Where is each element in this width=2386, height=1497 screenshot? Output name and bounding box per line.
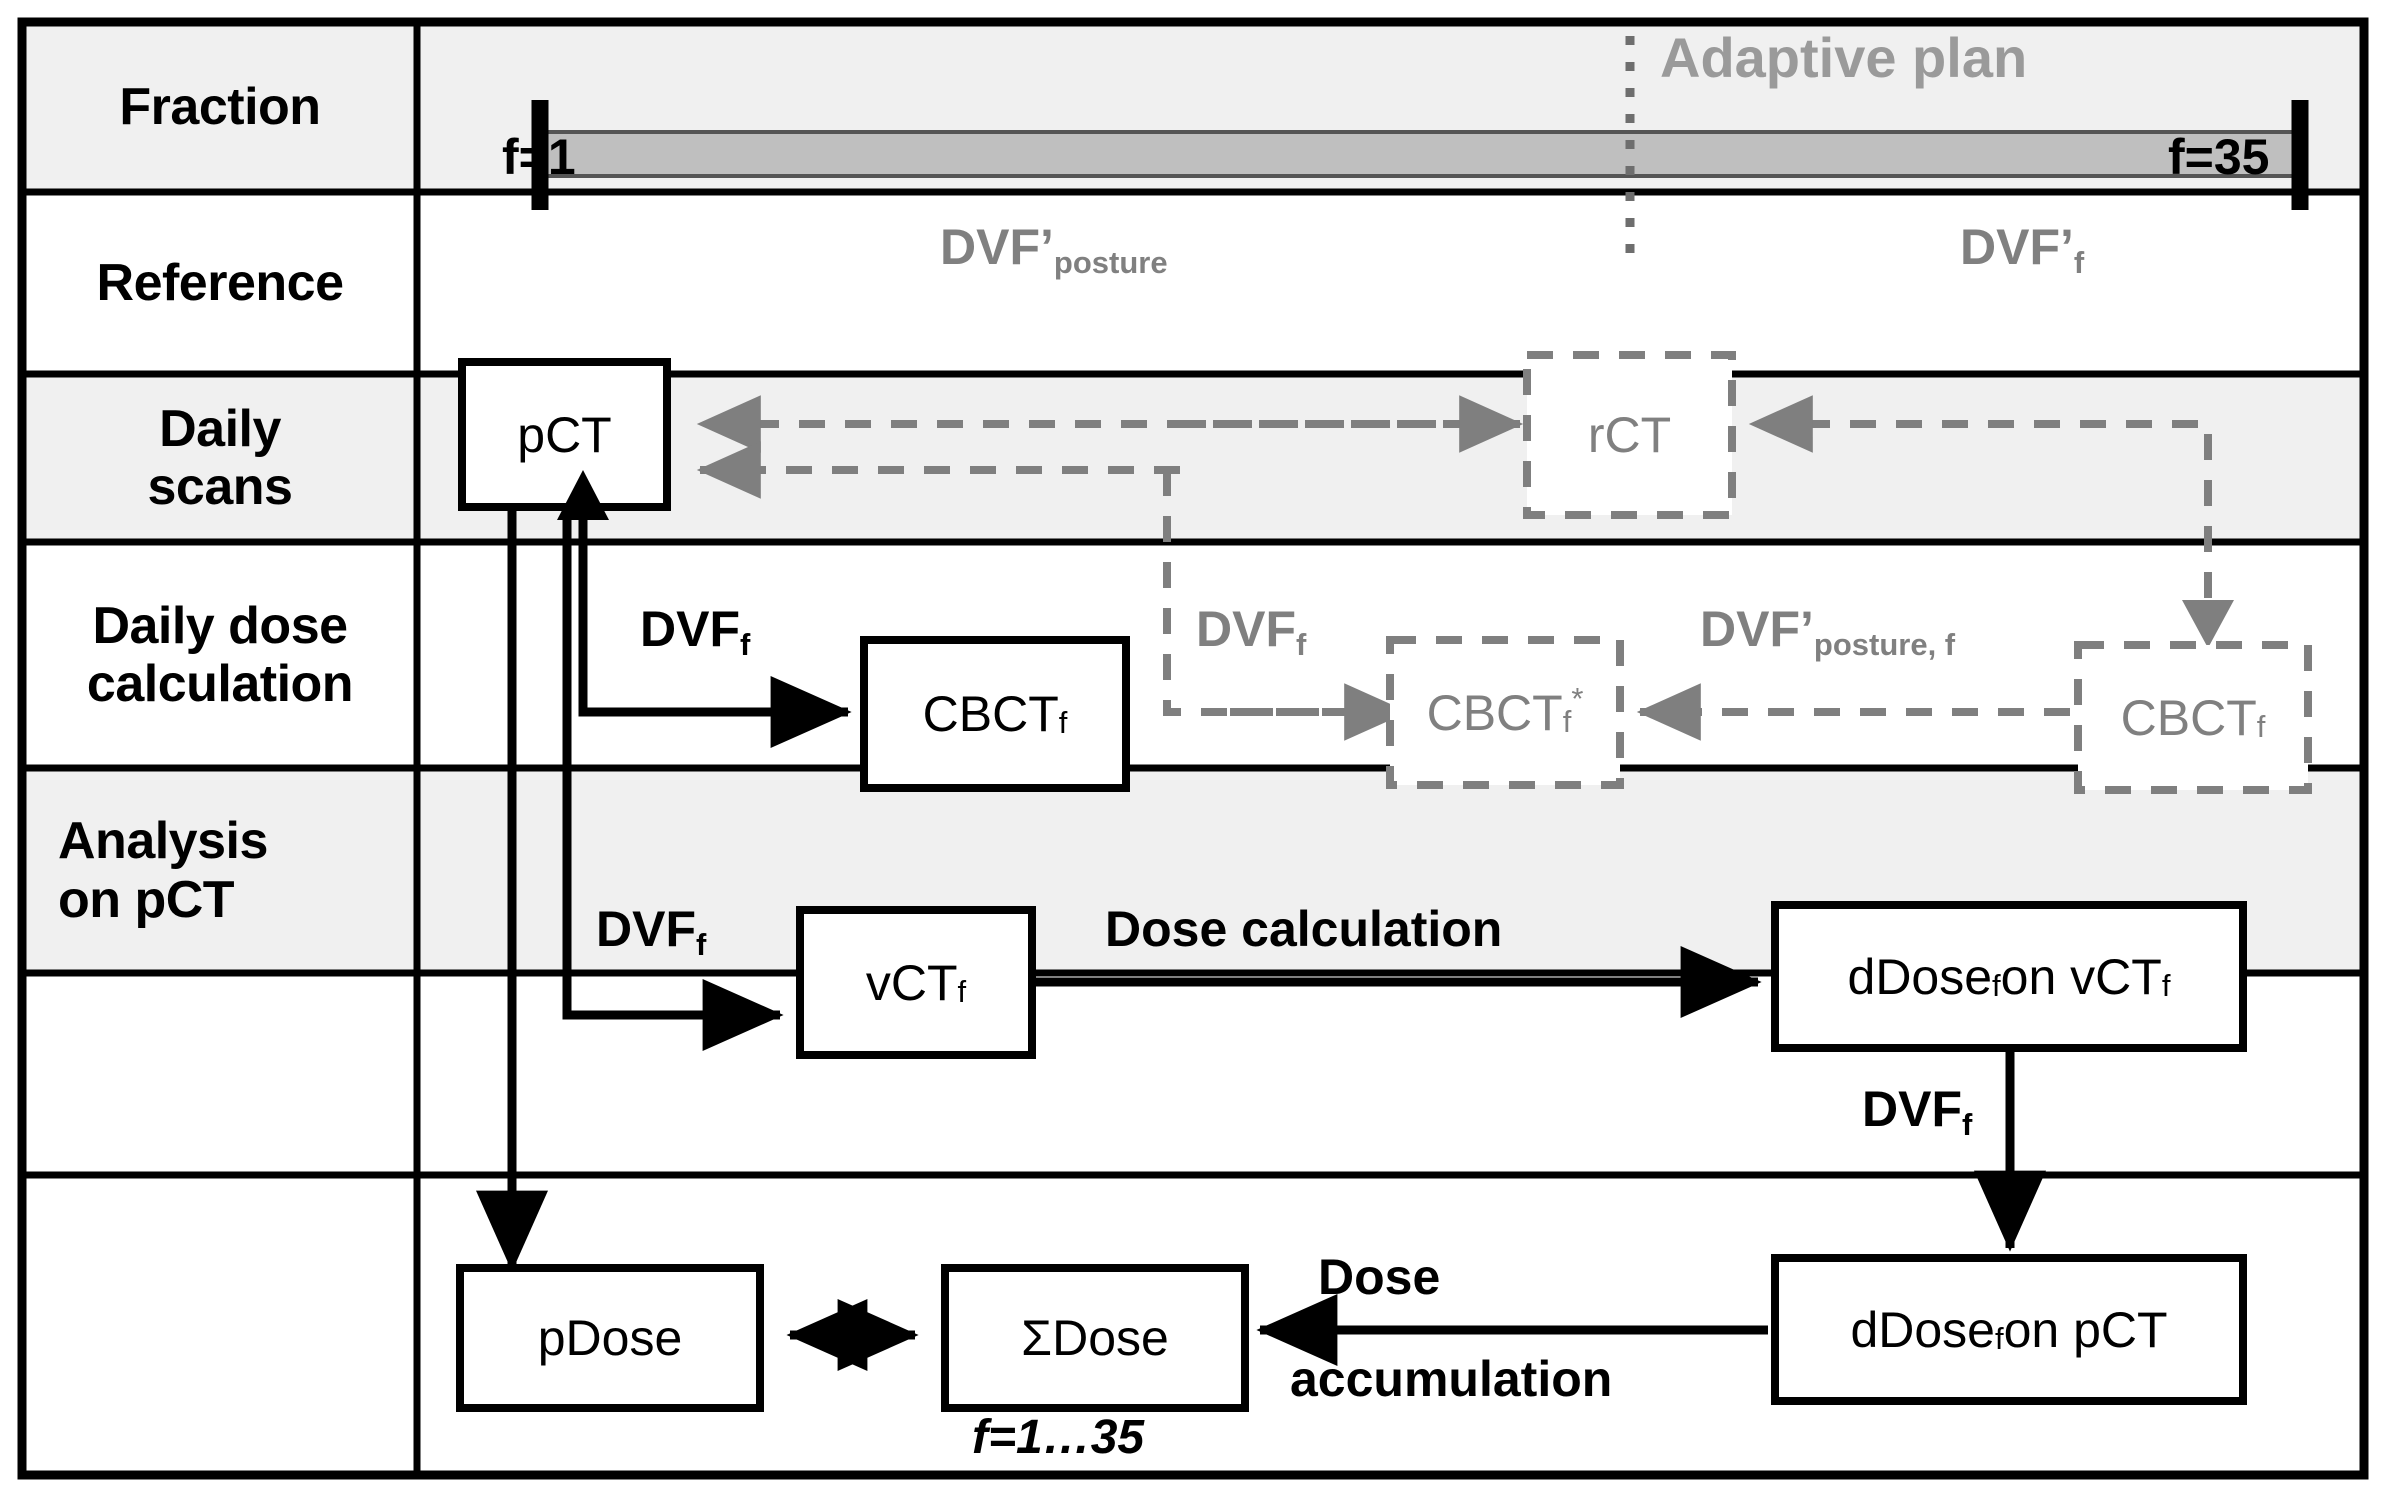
node-sumdose-label: ΣDose: [945, 1268, 1245, 1408]
row-label-daily-scans: Daily scans: [26, 374, 414, 542]
node-sumdose-range: f=1…35: [972, 1410, 1144, 1465]
row-label-analysis: Analysis on pCT: [26, 768, 414, 973]
node-cbct-f-main: CBCT: [922, 686, 1059, 742]
edge-label-dose-accumulation-line1: Dose: [1318, 1248, 1440, 1306]
node-cbct-f-ghost-sub: f: [2256, 708, 2266, 744]
node-ddose-vct-sub: f: [1992, 967, 2001, 1003]
row-label-daily-scans-line1: Daily: [159, 399, 281, 458]
edge-label-dvf-f-daily-dose: DVFf: [596, 900, 706, 962]
node-cbct-f-sub: f: [1058, 705, 1068, 741]
node-cbct-f-box: [860, 636, 1130, 792]
node-cbct-f-star-sub: f: [1562, 703, 1572, 739]
edge-label-dose-calculation: Dose calculation: [1105, 900, 1502, 958]
edge-label-dvf-f-daily-dose-main: DVF: [596, 901, 696, 957]
edge-label-dvf-f-daily-scans-sub: f: [740, 627, 751, 663]
edge-label-dvf-prime-posture-f-sub: posture, f: [1813, 627, 1956, 663]
node-ddose-vct-main: dDose: [1847, 948, 1993, 1005]
edge-label-dvf-prime-posture-f: DVF’posture, f: [1700, 600, 1955, 662]
adaptive-plan-label-text: Adaptive plan: [1660, 26, 2028, 89]
row-label-analysis-line1: Analysis: [58, 812, 268, 871]
node-sumdose-box: [941, 1264, 1249, 1412]
edge-label-dvf-prime-posture-f-main: DVF’: [1700, 601, 1814, 657]
edge-label-dvf-f-daily-scans-main: DVF: [640, 601, 740, 657]
row-label-daily-scans-line2: scans: [147, 458, 293, 516]
node-cbct-f-ghost-main: CBCT: [2120, 689, 2257, 746]
node-ddose-pct-box: [1771, 1254, 2247, 1405]
node-ddose-pct-main: dDose: [1850, 1301, 1995, 1358]
node-vct-f-sub: f: [957, 973, 967, 1009]
row-label-daily-dose: Daily dose calculation: [26, 542, 414, 768]
row-label-fraction-text: Fraction: [119, 77, 321, 136]
edge-label-dvf-prime-f: DVF’f: [1960, 218, 2084, 280]
edge-label-dose-accumulation-line1-text: Dose: [1318, 1249, 1441, 1305]
node-cbct-f-ghost-box: [2074, 641, 2312, 794]
row-backgrounds: [22, 22, 2364, 973]
node-pdose-box: [456, 1264, 764, 1412]
node-ddose-vct-tail-sub: f: [2161, 967, 2171, 1003]
node-ddose-pct-tail: on pCT: [2003, 1301, 2168, 1358]
edge-label-dvf-f-ghost: DVFf: [1196, 600, 1306, 662]
row-label-daily-dose-line2: calculation: [86, 655, 354, 713]
row-label-fraction: Fraction: [26, 22, 414, 192]
node-sumdose-range-text: f=1…35: [972, 1411, 1145, 1464]
node-cbct-f-star-main: CBCT: [1426, 684, 1563, 741]
row-label-daily-dose-line1: Daily dose: [92, 596, 348, 655]
edge-label-dvf-prime-posture-sub: posture: [1053, 245, 1168, 281]
edge-label-dvf-f-ghost-main: DVF: [1196, 601, 1296, 657]
fraction-timeline: [531, 36, 2309, 268]
node-vct-f-main: vCT: [865, 954, 958, 1011]
fraction-start-tick-text: f=1: [502, 129, 576, 185]
edge-label-dvf-f-daily-scans: DVFf: [640, 600, 750, 662]
node-cbct-f-star-box: [1386, 636, 1624, 789]
edge-label-dvf-prime-posture: DVF’posture: [940, 218, 1168, 280]
edge-label-dose-calculation-text: Dose calculation: [1105, 901, 1503, 957]
fraction-end-tick-text: f=35: [2168, 129, 2270, 185]
node-ddose-vct-box: [1771, 901, 2247, 1052]
row-label-reference: Reference: [26, 192, 414, 374]
fraction-start-tick: f=1: [502, 128, 576, 186]
node-rct-label: rCT: [1527, 355, 1732, 515]
node-pct-label: pCT: [462, 362, 667, 507]
edge-pct-down-lines: [476, 507, 784, 1272]
edge-dvf-prime-f: [1748, 395, 2212, 598]
node-pdose-text: pDose: [537, 1310, 683, 1366]
node-ddose-pct-sub: f: [1994, 1320, 2004, 1356]
edge-label-dvf-f-to-pct: DVFf: [1862, 1080, 1972, 1142]
node-rct-text: rCT: [1587, 407, 1672, 463]
edge-dvf-prime-f-arrowhead: [2182, 600, 2234, 648]
node-cbct-f-star-sup: *: [1571, 681, 1584, 717]
edge-label-dose-accumulation-line2-text: accumulation: [1290, 1351, 1613, 1407]
edge-label-dvf-f-to-pct-sub: f: [1962, 1107, 1973, 1143]
edge-label-dvf-f-ghost-sub: f: [1296, 627, 1307, 663]
node-vct-f-box: [796, 906, 1036, 1059]
node-pct-box: [458, 358, 671, 511]
edge-label-dvf-f-to-pct-main: DVF: [1862, 1081, 1962, 1137]
fraction-end-tick: f=35: [2168, 128, 2269, 186]
table-grid: [17, 17, 2369, 1480]
node-ddose-vct-tail: on vCT: [2000, 948, 2162, 1005]
node-rct-box: [1523, 351, 1736, 519]
edge-label-dvf-f-daily-dose-sub: f: [696, 927, 707, 963]
edge-pct-to-cbct: [578, 507, 852, 748]
node-pdose-label: pDose: [460, 1268, 760, 1408]
node-sumdose-text: ΣDose: [1021, 1310, 1169, 1366]
edge-label-dvf-prime-posture-main: DVF’: [940, 219, 1054, 275]
row-label-reference-text: Reference: [96, 253, 344, 312]
edge-label-dvf-prime-f-sub: f: [2073, 245, 2085, 281]
edge-dvf-f-ghost-path: [696, 441, 1409, 741]
adaptive-plan-label: Adaptive plan: [1660, 25, 2027, 90]
edge-label-dose-accumulation-line2: accumulation: [1290, 1350, 1612, 1408]
edge-label-dvf-prime-f-main: DVF’: [1960, 219, 2074, 275]
row-label-analysis-line2: on pCT: [58, 870, 235, 929]
node-pct-text: pCT: [517, 406, 612, 463]
